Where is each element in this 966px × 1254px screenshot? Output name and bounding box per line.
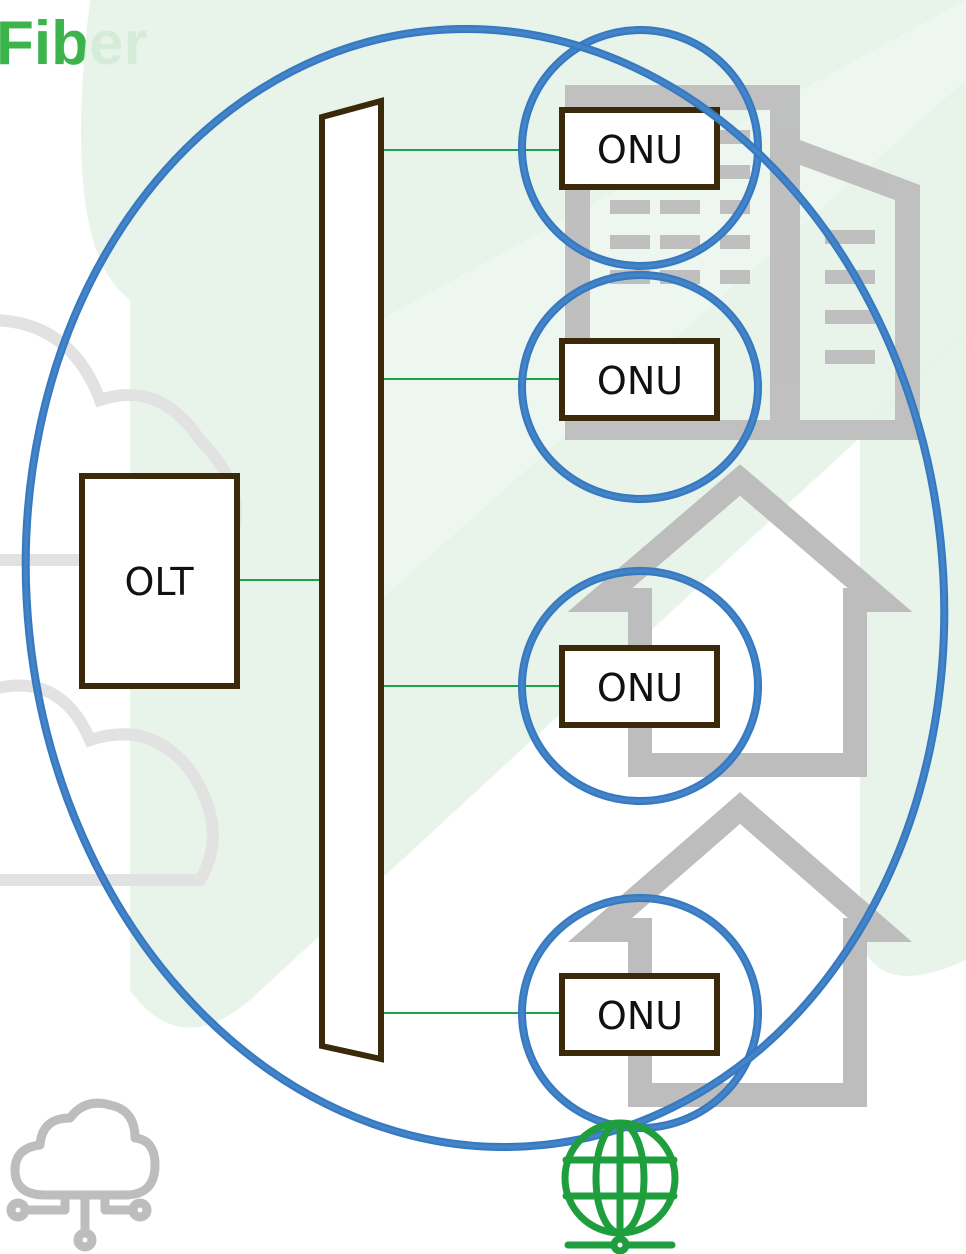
house-icon xyxy=(567,464,913,777)
olt-box: OLT xyxy=(79,473,240,689)
cloud-network-icon xyxy=(6,1098,160,1252)
onu-box: ONU xyxy=(559,645,720,728)
fiber-lines xyxy=(237,149,562,1014)
onu-label: ONU xyxy=(597,128,683,172)
onu-label: ONU xyxy=(597,359,683,403)
olt-label: OLT xyxy=(124,560,194,604)
onu-label: ONU xyxy=(597,666,683,710)
onu-box: ONU xyxy=(559,973,720,1056)
house-icon xyxy=(567,792,913,1107)
onu-label: ONU xyxy=(597,994,683,1038)
onu-box: ONU xyxy=(559,107,720,190)
splitter xyxy=(319,97,384,1063)
globe-network-icon xyxy=(561,1119,679,1254)
onu-box: ONU xyxy=(559,338,720,421)
